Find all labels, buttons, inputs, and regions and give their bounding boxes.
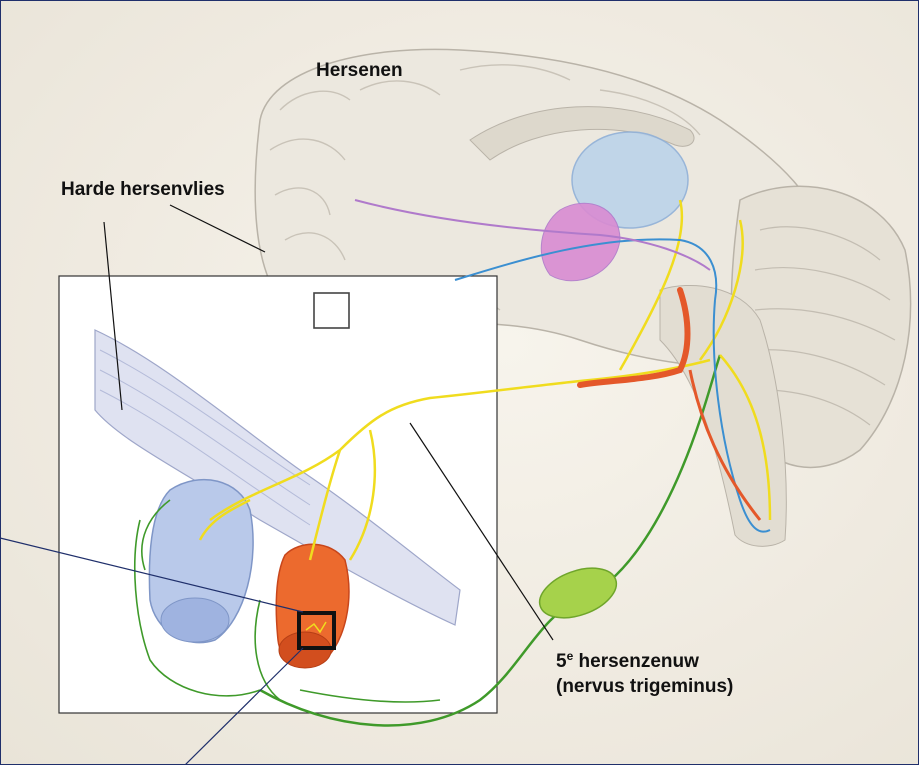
label-dura-mater: Harde hersenvlies — [61, 178, 225, 203]
nerve-name: hersenzenuw — [573, 651, 699, 672]
label-brain: Hersenen — [316, 59, 403, 84]
pointer-dura-upper — [170, 205, 265, 252]
nerve-number: 5 — [556, 651, 567, 672]
label-trigeminal-latin: (nervus trigeminus) — [556, 675, 733, 700]
label-trigeminal-nerve: 5e hersenzenuw (nervus trigeminus) — [556, 649, 733, 699]
trigeminal-ganglion — [533, 559, 623, 628]
label-trigeminal-line1: 5e hersenzenuw — [556, 649, 733, 675]
